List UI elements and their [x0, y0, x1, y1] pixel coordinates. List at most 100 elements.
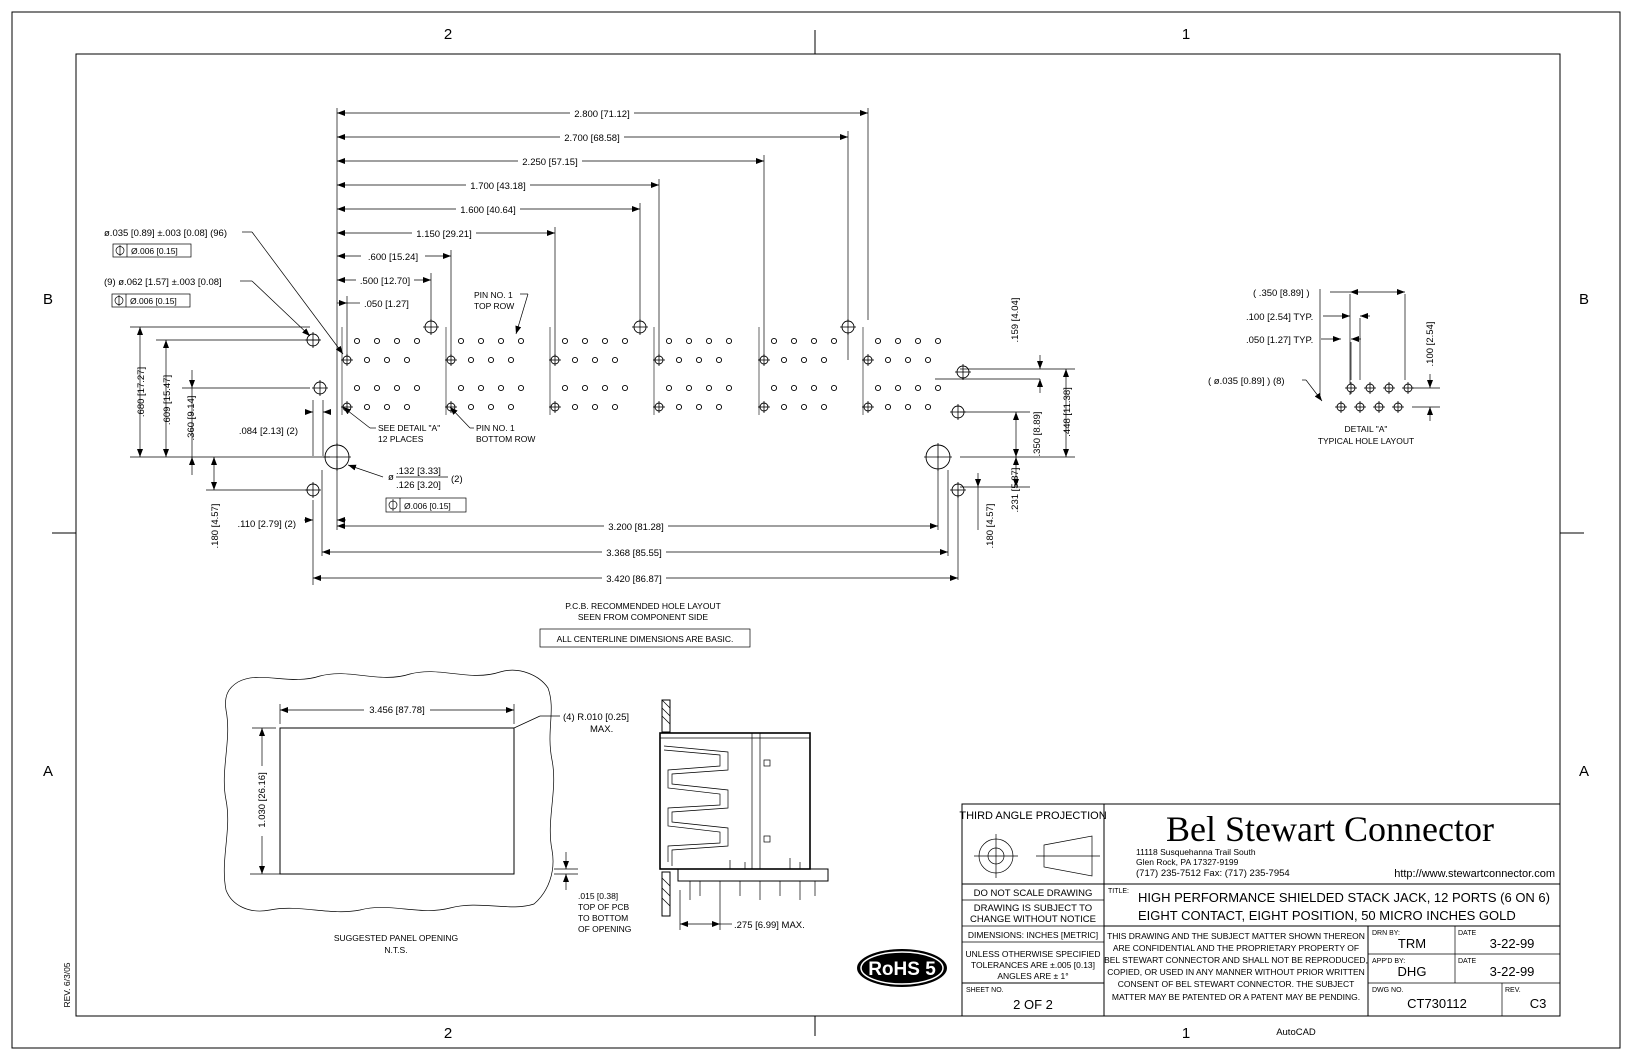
left-vertical-dims: .680 [17.27] .609 [15.47] .360 [9.14] .1…	[130, 326, 346, 585]
contact-hole	[884, 356, 892, 364]
dim-050: .050 [1.27]	[364, 299, 409, 310]
tb-title1: HIGH PERFORMANCE SHIELDED STACK JACK, 12…	[1138, 890, 1550, 905]
dim-3368: 3.368 [85.55]	[606, 548, 661, 559]
tb-conf1: THIS DRAWING AND THE SUBJECT MATTER SHOW…	[1107, 931, 1365, 941]
detail-dim-100: .100 [2.54] TYP.	[1246, 312, 1313, 323]
detail-hole	[1392, 401, 1404, 413]
pin-one-hole	[862, 354, 874, 366]
pin-one-hole	[862, 401, 874, 413]
tb-dwg: CT730112	[1407, 996, 1467, 1011]
zone-label-right-b: B	[1579, 291, 1589, 308]
tb-title-label: TITLE:	[1108, 888, 1129, 895]
pin-one-hole	[653, 354, 665, 366]
panel-caption-1: SUGGESTED PANEL OPENING	[334, 933, 458, 943]
tb-conf3: BEL STEWART CONNECTOR AND SHALL NOT BE R…	[1104, 955, 1368, 965]
detail-hole-pattern	[1335, 382, 1414, 413]
contact-hole	[571, 403, 579, 411]
contact-hole	[874, 384, 882, 392]
dim-609: .609 [15.47]	[162, 375, 173, 425]
panel-caption-2: N.T.S.	[384, 945, 407, 955]
dim-159: .159 [4.04]	[1010, 298, 1021, 343]
dim-1600: 1.600 [40.64]	[460, 205, 515, 216]
contact-hole	[665, 384, 673, 392]
callout-hole-96: ø.035 [0.89] ±.003 [0.08] (96)	[104, 228, 227, 239]
connector-side-view: .275 [6.99] MAX. .015 [0.38] TOP OF PCB …	[554, 699, 829, 934]
title-block: THIRD ANGLE PROJECTION Bel Stewart Conne…	[959, 803, 1561, 1017]
inner-border	[75, 53, 1561, 1017]
dim-2250: 2.250 [57.15]	[522, 157, 577, 168]
note-basic: ALL CENTERLINE DIMENSIONS ARE BASIC.	[557, 634, 734, 644]
dim-600: .600 [15.24]	[368, 252, 418, 263]
pin-one-hole	[341, 354, 353, 366]
callout-big-hole-top: .132 [3.33]	[396, 466, 441, 477]
contact-hole	[507, 356, 515, 364]
dim-2700: 2.700 [68.58]	[564, 133, 619, 144]
contact-hole	[914, 337, 922, 345]
contact-hole	[621, 384, 629, 392]
pcb-hole-layout	[305, 319, 971, 498]
contact-hole	[790, 384, 798, 392]
detail-hole	[1335, 401, 1347, 413]
zone-label-right-a: A	[1579, 763, 1589, 780]
contact-hole	[591, 403, 599, 411]
mounting-hole	[305, 482, 321, 498]
contact-hole	[800, 356, 808, 364]
contact-hole	[487, 356, 495, 364]
tb-rev: C3	[1530, 996, 1547, 1011]
dim-3420: 3.420 [86.87]	[606, 574, 661, 585]
contact-hole	[810, 337, 818, 345]
contact-hole	[884, 403, 892, 411]
contact-hole	[507, 403, 515, 411]
tb-sheet: 2 OF 2	[1013, 997, 1053, 1012]
dim-448: .448 [11.38]	[1062, 387, 1073, 436]
detail-hole: ( ø.035 [0.89] ) (8)	[1208, 376, 1285, 387]
detail-dim-100v: .100 [2.54]	[1425, 322, 1436, 367]
zone-label-bottom-right: 1	[1182, 1025, 1190, 1042]
tb-conf5: CONSENT OF BEL STEWART CONNECTOR. THE SU…	[1118, 979, 1355, 989]
tb-tol1: UNLESS OTHERWISE SPECIFIED	[966, 949, 1101, 959]
detail-subtitle: TYPICAL HOLE LAYOUT	[1318, 436, 1414, 446]
contact-hole	[373, 384, 381, 392]
callout-big-hole-qty: (2)	[451, 474, 463, 485]
pin-one-hole	[758, 354, 770, 366]
contact-hole	[353, 337, 361, 345]
contact-hole	[770, 337, 778, 345]
contact-hole	[695, 403, 703, 411]
pin-one-hole	[758, 401, 770, 413]
callout-tol-9: Ø.006 [0.15]	[130, 296, 177, 306]
panel-pcb-1: .015 [0.38]	[578, 891, 618, 901]
pin-one-hole	[445, 401, 457, 413]
pcb-notes: P.C.B. RECOMMENDED HOLE LAYOUT SEEN FROM…	[539, 601, 751, 648]
contact-hole	[904, 403, 912, 411]
contact-hole	[561, 337, 569, 345]
contact-hole	[393, 384, 401, 392]
dim-1700: 1.700 [43.18]	[470, 181, 525, 192]
tb-addr1: 11118 Susquehanna Trail South	[1136, 847, 1256, 857]
panel-radius-1: (4) R.010 [0.25]	[563, 712, 629, 723]
callout-big-hole-bot: .126 [3.20]	[396, 480, 441, 491]
callout-hole-9: (9) ø.062 [1.57] ±.003 [0.08]	[104, 277, 222, 288]
tb-conf2: ARE CONFIDENTIAL AND THE PROPRIETARY PRO…	[1113, 943, 1359, 953]
callout-tol-big: Ø.006 [0.15]	[404, 501, 451, 511]
contact-hole	[914, 384, 922, 392]
callout-detail-a-2: 12 PLACES	[378, 434, 424, 444]
mounting-hole	[840, 319, 856, 335]
contact-hole	[934, 384, 942, 392]
dim-180-left: .180 [4.57]	[210, 504, 221, 549]
contact-hole	[705, 384, 713, 392]
contact-hole	[487, 403, 495, 411]
mounting-hole	[632, 319, 648, 335]
contact-hole	[611, 356, 619, 364]
dim-3200: 3.200 [81.28]	[608, 522, 663, 533]
dim-360: .360 [9.14]	[186, 396, 197, 441]
tb-noscale: DO NOT SCALE DRAWING	[974, 888, 1093, 899]
projection-cone-icon	[1043, 835, 1093, 877]
contact-hole	[561, 384, 569, 392]
contact-hole	[497, 384, 505, 392]
note-pcb-1: P.C.B. RECOMMENDED HOLE LAYOUT	[565, 601, 721, 611]
panel-max: .275 [6.99] MAX.	[734, 920, 805, 931]
tb-sheet-label: SHEET NO.	[966, 987, 1004, 994]
pin-one-hole	[445, 354, 457, 366]
contact-hole	[601, 337, 609, 345]
